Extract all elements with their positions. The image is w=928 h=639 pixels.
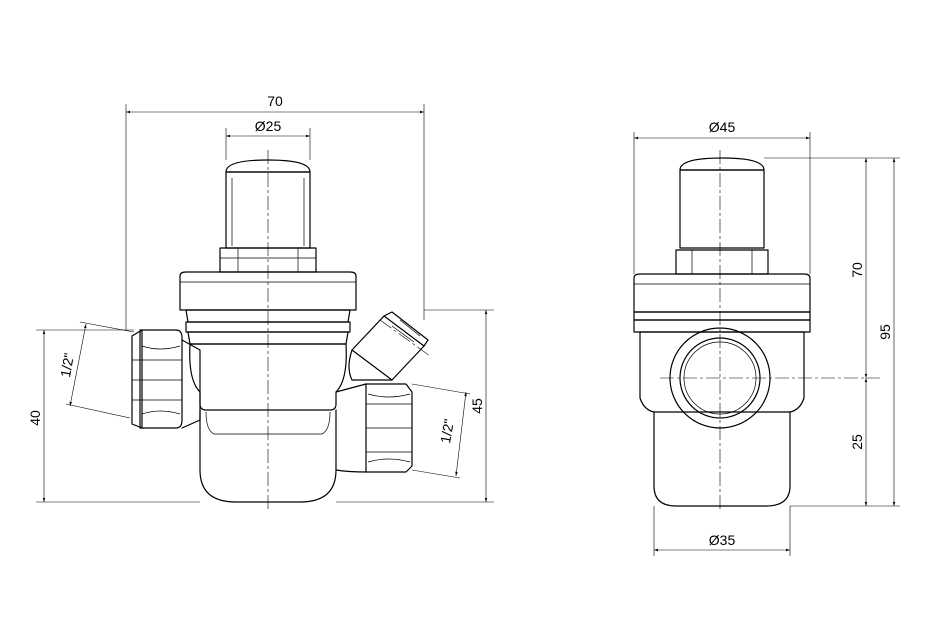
side-lower-height-label: 25 bbox=[849, 434, 865, 450]
front-right-thread-dimension: 1/2" bbox=[411, 383, 471, 479]
side-body-diameter-label: Ø45 bbox=[709, 119, 736, 135]
front-left-thread-label: 1/2" bbox=[57, 352, 77, 379]
side-body-diameter-dimension: Ø45 bbox=[633, 119, 811, 274]
front-cap-dimension: Ø25 bbox=[225, 118, 311, 160]
side-upper-height-label: 70 bbox=[849, 262, 865, 278]
front-left-height-label: 40 bbox=[27, 410, 43, 426]
side-flange bbox=[633, 273, 811, 333]
front-left-inlet bbox=[131, 329, 201, 429]
side-cap bbox=[679, 157, 765, 249]
side-base-diameter-label: Ø35 bbox=[709, 532, 736, 548]
front-gauge-port bbox=[348, 311, 429, 381]
front-view: 70 Ø25 40 45 1/2" bbox=[27, 93, 494, 510]
side-total-height-label: 95 bbox=[877, 324, 893, 340]
side-view: Ø45 Ø35 70 25 95 bbox=[633, 119, 900, 556]
front-right-outlet bbox=[335, 383, 413, 473]
side-body bbox=[639, 331, 805, 507]
front-width-label: 70 bbox=[267, 93, 283, 109]
front-right-height-label: 45 bbox=[469, 398, 485, 414]
side-nut bbox=[675, 249, 769, 275]
front-right-thread-label: 1/2" bbox=[437, 418, 457, 445]
side-lower-height-dimension: 25 bbox=[790, 378, 900, 507]
side-upper-height-dimension: 70 bbox=[764, 157, 900, 378]
front-left-thread-dimension: 1/2" bbox=[57, 321, 135, 419]
front-width-dimension: 70 bbox=[125, 93, 425, 330]
front-right-height-dimension: 45 bbox=[336, 309, 494, 503]
front-left-height-dimension: 40 bbox=[27, 329, 200, 503]
front-cap-diameter-label: Ø25 bbox=[255, 118, 282, 134]
side-total-height-dimension: 95 bbox=[877, 158, 896, 506]
side-base-diameter-dimension: Ø35 bbox=[653, 506, 791, 556]
